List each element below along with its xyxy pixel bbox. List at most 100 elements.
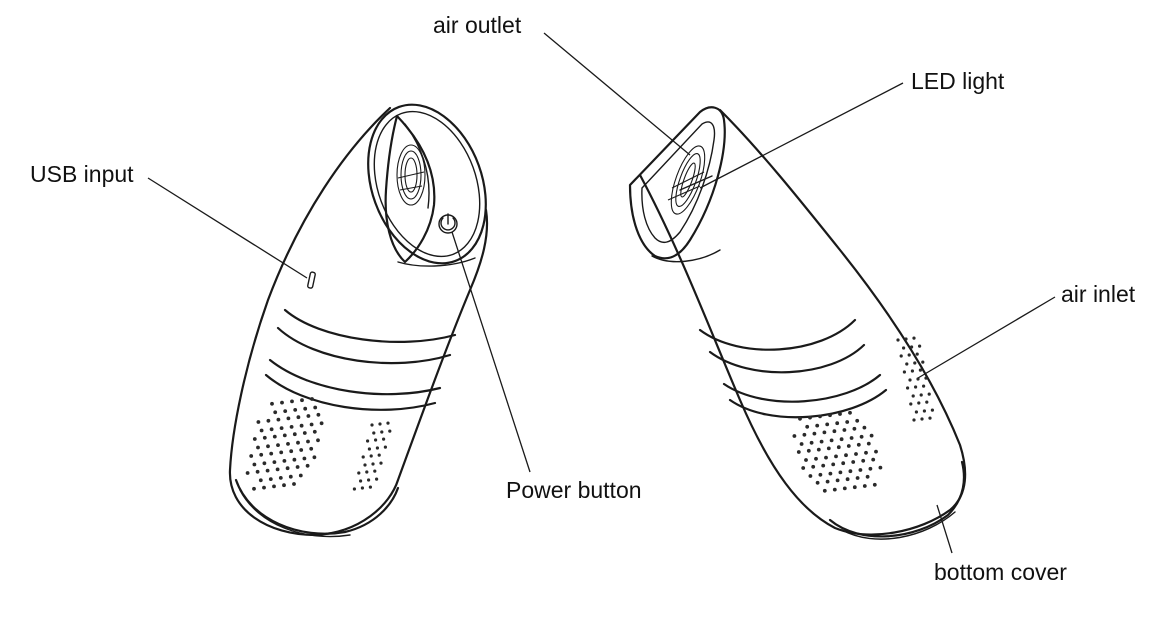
inlet-hole — [292, 457, 297, 462]
inlet-hole — [834, 454, 838, 459]
inlet-hole — [858, 468, 863, 472]
inlet-hole — [922, 409, 927, 413]
inlet-hole — [842, 428, 847, 432]
inlet-hole — [822, 430, 827, 435]
left-device-band — [283, 308, 457, 343]
inlet-hole — [258, 478, 263, 483]
inlet-hole — [856, 442, 861, 447]
inlet-hole — [279, 426, 284, 430]
left-device-air-inlet-holes — [245, 397, 324, 491]
inlet-hole — [925, 400, 929, 404]
inlet-hole — [299, 448, 304, 452]
inlet-hole — [828, 471, 833, 476]
inlet-hole — [278, 476, 283, 480]
inlet-hole — [859, 434, 864, 439]
right-device-top-cap — [628, 106, 726, 260]
inlet-hole — [825, 422, 830, 427]
right-device-body — [638, 108, 967, 536]
inlet-hole — [378, 422, 382, 426]
inlet-hole — [252, 437, 257, 441]
inlet-hole — [305, 463, 310, 468]
label-led-light: LED light — [911, 68, 1005, 94]
inlet-hole — [303, 406, 308, 411]
inlet-hole — [838, 412, 842, 416]
inlet-hole — [298, 473, 303, 478]
right-device — [628, 106, 967, 540]
inlet-hole — [896, 338, 900, 342]
power-icon[interactable] — [438, 213, 458, 234]
inlet-hole — [802, 432, 807, 437]
inlet-hole — [919, 393, 923, 397]
inlet-hole — [909, 402, 913, 406]
inlet-hole — [352, 487, 356, 491]
inlet-hole — [832, 429, 837, 434]
inlet-hole — [357, 471, 361, 475]
inlet-hole — [838, 470, 843, 475]
inlet-hole — [910, 369, 915, 373]
inlet-hole — [849, 436, 854, 440]
leader-power-button — [451, 231, 531, 473]
inlet-hole — [841, 461, 846, 466]
left-device-body — [228, 106, 489, 537]
inlet-hole — [316, 412, 321, 417]
inlet-hole — [811, 464, 816, 469]
inlet-hole — [292, 482, 296, 486]
inlet-hole — [822, 488, 827, 493]
inlet-hole — [262, 461, 267, 466]
inlet-hole — [839, 437, 844, 442]
inlet-hole — [818, 414, 822, 419]
inlet-hole — [269, 451, 274, 456]
inlet-hole — [312, 429, 317, 434]
inlet-hole — [300, 398, 304, 403]
inlet-hole — [363, 463, 367, 467]
leader-lines — [147, 32, 1056, 554]
inlet-hole — [374, 438, 378, 442]
inlet-hole — [296, 440, 300, 445]
inlet-hole — [302, 456, 307, 461]
inlet-hole — [924, 376, 928, 380]
inlet-hole — [826, 446, 831, 451]
inlet-hole — [819, 439, 824, 444]
inlet-hole — [369, 454, 373, 458]
inlet-hole — [796, 450, 801, 454]
inlet-hole — [798, 416, 802, 421]
inlet-hole — [845, 477, 850, 482]
inlet-hole — [808, 415, 812, 420]
inlet-hole — [815, 480, 820, 485]
inlet-hole — [265, 468, 270, 473]
inlet-hole — [276, 417, 281, 422]
inlet-hole — [912, 336, 916, 340]
inlet-hole — [373, 469, 377, 473]
inlet-hole — [289, 425, 294, 429]
inlet-hole — [799, 442, 804, 446]
inlet-hole — [801, 466, 806, 470]
inlet-hole — [845, 420, 850, 424]
inlet-hole — [270, 401, 274, 406]
inlet-hole — [866, 441, 871, 446]
left-device-fan-grille — [396, 144, 426, 206]
inlet-hole — [252, 462, 257, 467]
inlet-hole — [309, 422, 314, 427]
led-light-strip — [679, 175, 713, 191]
usb-port — [307, 271, 316, 289]
inlet-hole — [918, 368, 923, 372]
inlet-hole — [256, 445, 260, 450]
inlet-hole — [272, 484, 276, 489]
inlet-hole — [862, 484, 867, 488]
inlet-hole — [268, 477, 273, 481]
inlet-hole — [808, 474, 813, 478]
inlet-hole — [930, 408, 935, 412]
inlet-hole — [829, 438, 834, 443]
inlet-hole — [272, 434, 277, 439]
inlet-hole — [282, 433, 287, 438]
label-air-outlet: air outlet — [433, 12, 522, 38]
right-device-side-inlet-holes — [896, 336, 935, 422]
inlet-hole — [835, 421, 840, 426]
inlet-hole — [865, 474, 870, 479]
inlet-hole — [377, 453, 381, 457]
inlet-hole — [812, 431, 817, 436]
inlet-hole — [868, 466, 873, 471]
inlet-hole — [367, 447, 371, 451]
label-air-inlet: air inlet — [1061, 281, 1136, 307]
